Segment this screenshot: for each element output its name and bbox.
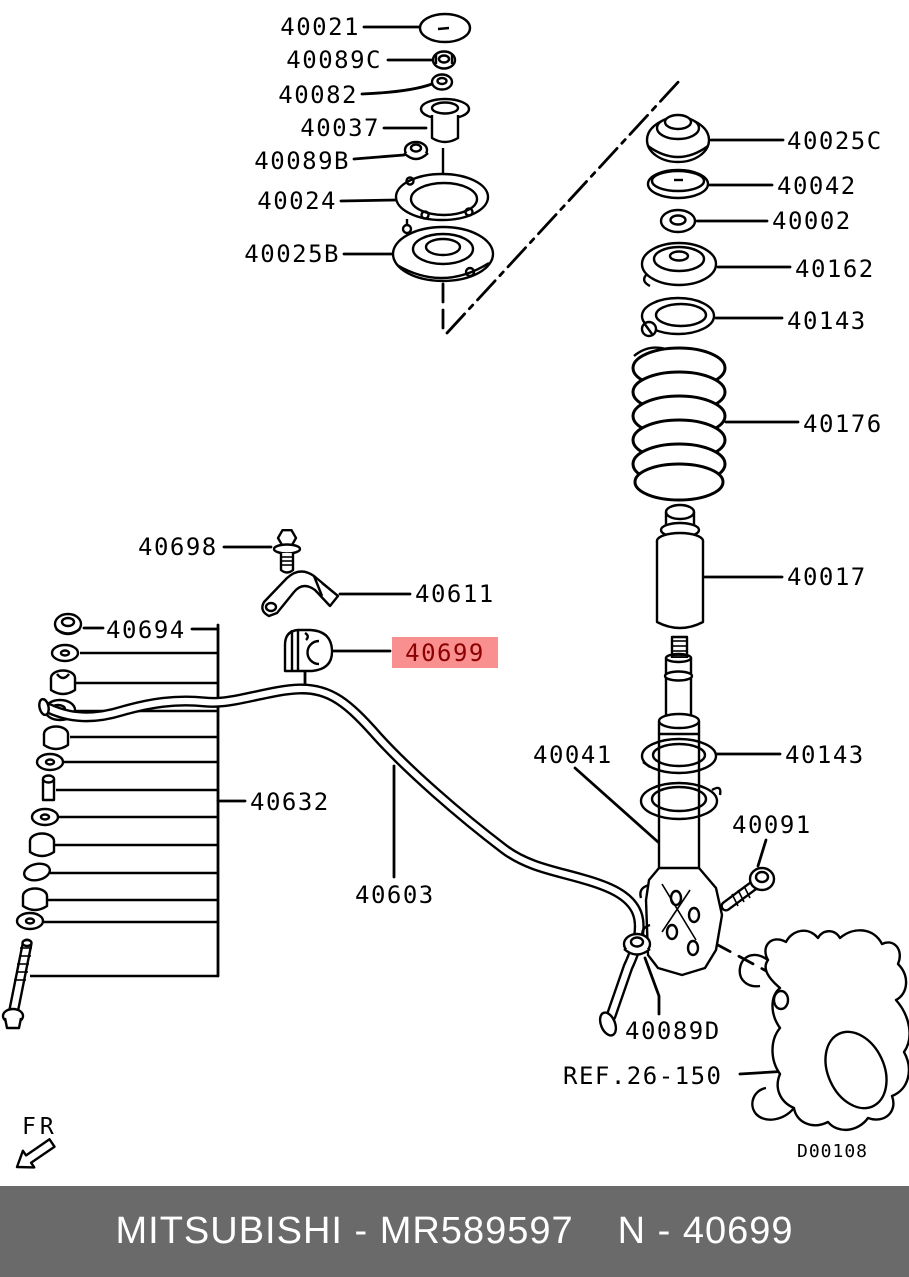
part-nut-40089d <box>622 932 652 956</box>
ref-label: REF.26-150 <box>563 1062 723 1090</box>
part-label-40025b: 40025B <box>244 240 340 268</box>
footer-part-number: N - 40699 <box>617 1210 794 1252</box>
part-label-40632: 40632 <box>250 788 330 816</box>
part-label-40021: 40021 <box>280 13 360 41</box>
stack-bushing <box>28 832 56 858</box>
part-ring-40143-upper <box>640 296 716 338</box>
part-nut-40089c <box>431 50 457 70</box>
part-ring-40143-lower <box>640 737 718 775</box>
part-knuckle-ref-26-150 <box>738 929 909 1131</box>
part-label-40082: 40082 <box>278 81 358 109</box>
part-bolt-40698 <box>272 529 302 574</box>
front-direction-label: FR <box>22 1114 58 1140</box>
part-label-40089d: 40089D <box>625 1017 721 1045</box>
part-washer-40002 <box>659 208 697 234</box>
stack-bushing <box>21 887 49 912</box>
part-link-stack-40632 <box>1 612 220 1030</box>
drawing-code: D00108 <box>797 1141 869 1162</box>
part-nut-40089b <box>403 140 429 161</box>
part-label-40698: 40698 <box>138 533 218 561</box>
part-cap-40021 <box>418 12 472 44</box>
part-label-40143-upper: 40143 <box>787 307 867 335</box>
part-label-40176: 40176 <box>803 410 883 438</box>
part-label-40162: 40162 <box>795 255 875 283</box>
part-label-40025c: 40025C <box>787 127 883 155</box>
part-bushing-40037 <box>419 97 471 144</box>
part-bolt-long <box>1 938 33 1030</box>
part-nut-40694 <box>53 612 83 636</box>
footer-bar: MITSUBISHI - MR589597 N - 40699 <box>0 1186 909 1277</box>
part-mount-40025c <box>645 113 711 164</box>
part-disc-40042 <box>646 168 710 200</box>
part-label-40694: 40694 <box>106 616 186 644</box>
part-label-40603: 40603 <box>355 881 435 909</box>
part-strut-40041 <box>639 635 724 977</box>
part-seat-40162 <box>640 241 718 288</box>
fr-arrow-icon <box>15 1138 56 1169</box>
part-label-40017: 40017 <box>787 563 867 591</box>
part-nut-40082 <box>430 73 454 91</box>
part-plate-40024 <box>394 172 490 222</box>
part-bracket-40611 <box>261 570 340 618</box>
part-label-40002: 40002 <box>772 207 852 235</box>
part-label-40041: 40041 <box>533 741 613 769</box>
part-mount-40025b <box>391 219 495 283</box>
part-label-40143-lower: 40143 <box>785 741 865 769</box>
part-label-40024: 40024 <box>257 187 337 215</box>
part-label-40089c: 40089C <box>286 46 382 74</box>
part-label-40042: 40042 <box>777 172 857 200</box>
part-bumper-40017 <box>655 503 705 630</box>
stack-bushing <box>42 725 70 751</box>
part-stabilizer-bar-40603 <box>38 683 645 1037</box>
part-label-40699-highlighted: 40699 <box>392 637 498 668</box>
stack-spacer <box>41 774 56 802</box>
footer-brand-part: MITSUBISHI - MR589597 <box>115 1210 574 1252</box>
part-label-40091: 40091 <box>732 811 812 839</box>
part-bushing-40699 <box>283 628 334 673</box>
part-label-40089b: 40089B <box>254 147 350 175</box>
part-bolt-40091 <box>720 866 776 912</box>
part-label-40037: 40037 <box>300 114 380 142</box>
part-clamp-ring <box>639 781 722 821</box>
stack-bushing <box>49 669 77 696</box>
part-label-40611: 40611 <box>415 580 495 608</box>
part-spring-40176 <box>631 346 727 502</box>
